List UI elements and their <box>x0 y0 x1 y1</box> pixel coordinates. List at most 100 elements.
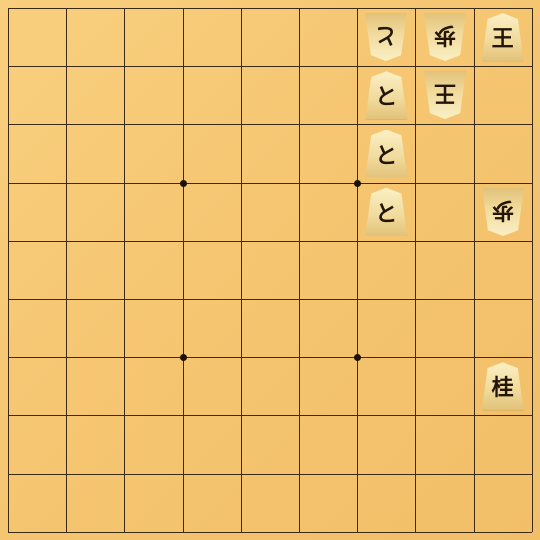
piece-label: 歩 <box>433 22 456 49</box>
board-square[interactable] <box>124 8 182 66</box>
board-square[interactable] <box>124 474 182 532</box>
grid-line-vertical <box>240 8 242 532</box>
board-square[interactable] <box>357 415 415 473</box>
grid-line-horizontal <box>8 124 532 126</box>
board-square[interactable] <box>124 183 182 241</box>
board-square[interactable] <box>66 8 124 66</box>
board-square[interactable] <box>299 299 357 357</box>
board-square[interactable] <box>241 183 299 241</box>
board-square[interactable] <box>66 241 124 299</box>
grid-line-horizontal <box>8 299 532 300</box>
board-square[interactable] <box>474 474 532 532</box>
board-square[interactable] <box>241 66 299 124</box>
board-square[interactable] <box>474 241 532 299</box>
board-square[interactable] <box>299 8 357 66</box>
grid-line-vertical <box>182 8 184 532</box>
board-square[interactable] <box>8 124 66 182</box>
board-square[interactable] <box>415 241 473 299</box>
piece-knight[interactable]: 桂 <box>481 362 524 411</box>
board-square[interactable] <box>8 8 66 66</box>
piece-tokin[interactable]: と <box>365 129 408 178</box>
piece-tokin[interactable]: と <box>365 187 408 236</box>
piece-king[interactable]: 王 <box>424 71 466 119</box>
board-square[interactable] <box>357 474 415 532</box>
board-square[interactable] <box>241 124 299 182</box>
board-square[interactable] <box>415 474 473 532</box>
piece-label: と <box>375 22 398 49</box>
piece-label: と <box>375 142 398 169</box>
board-square[interactable] <box>8 415 66 473</box>
board-square[interactable] <box>474 299 532 357</box>
board-square[interactable] <box>241 241 299 299</box>
board-square[interactable] <box>124 357 182 415</box>
piece-tokin[interactable]: と <box>365 71 408 120</box>
board-square[interactable] <box>8 183 66 241</box>
board-square[interactable] <box>124 299 182 357</box>
board-square[interactable] <box>124 66 182 124</box>
grid-line-horizontal <box>8 182 532 184</box>
board-square[interactable] <box>124 415 182 473</box>
board-square[interactable] <box>8 474 66 532</box>
board-square[interactable] <box>241 357 299 415</box>
grid-line-horizontal <box>8 66 532 68</box>
piece-label: と <box>375 84 398 111</box>
board-square[interactable] <box>183 124 241 182</box>
piece-label: 王 <box>491 26 514 53</box>
board-square[interactable] <box>299 415 357 473</box>
grid-line-vertical <box>415 8 417 532</box>
board-square[interactable] <box>66 415 124 473</box>
board-square[interactable] <box>474 415 532 473</box>
board-square[interactable] <box>299 124 357 182</box>
star-point <box>354 354 362 362</box>
board-square[interactable] <box>66 66 124 124</box>
board-square[interactable] <box>241 474 299 532</box>
piece-tokin[interactable]: と <box>365 13 407 61</box>
board-square[interactable] <box>66 357 124 415</box>
board-square[interactable] <box>183 415 241 473</box>
board-square[interactable] <box>183 241 241 299</box>
board-square[interactable] <box>299 241 357 299</box>
board-square[interactable] <box>241 415 299 473</box>
board-square[interactable] <box>415 183 473 241</box>
piece-label: 王 <box>433 80 456 107</box>
board-square[interactable] <box>124 124 182 182</box>
board-square[interactable] <box>299 474 357 532</box>
board-square[interactable] <box>183 474 241 532</box>
board-square[interactable] <box>299 183 357 241</box>
board-square[interactable] <box>183 8 241 66</box>
board-square[interactable] <box>66 299 124 357</box>
board-square[interactable] <box>415 415 473 473</box>
board-square[interactable] <box>415 124 473 182</box>
board-square[interactable] <box>357 357 415 415</box>
board-square[interactable] <box>66 474 124 532</box>
board-square[interactable] <box>357 241 415 299</box>
star-point <box>179 179 187 187</box>
board-square[interactable] <box>241 8 299 66</box>
board-square[interactable] <box>299 66 357 124</box>
board-square[interactable] <box>183 183 241 241</box>
board-square[interactable] <box>415 357 473 415</box>
board-square[interactable] <box>474 124 532 182</box>
board-square[interactable] <box>8 241 66 299</box>
board-square[interactable] <box>183 299 241 357</box>
board-square[interactable] <box>241 299 299 357</box>
grid-line-vertical <box>124 8 126 532</box>
board-square[interactable] <box>124 241 182 299</box>
board-square[interactable] <box>357 299 415 357</box>
board-square[interactable] <box>415 299 473 357</box>
piece-pawn[interactable]: 歩 <box>482 188 524 236</box>
board-square[interactable] <box>8 299 66 357</box>
board-square[interactable] <box>66 183 124 241</box>
board-square[interactable] <box>66 124 124 182</box>
grid-line-vertical <box>299 8 300 532</box>
board-square[interactable] <box>474 66 532 124</box>
grid-line-vertical <box>8 8 9 532</box>
board-square[interactable] <box>183 66 241 124</box>
star-point <box>179 354 187 362</box>
board-square[interactable] <box>183 357 241 415</box>
board-square[interactable] <box>299 357 357 415</box>
board-square[interactable] <box>8 66 66 124</box>
board-square[interactable] <box>8 357 66 415</box>
piece-king[interactable]: 王 <box>481 13 524 62</box>
piece-pawn[interactable]: 歩 <box>424 13 466 61</box>
